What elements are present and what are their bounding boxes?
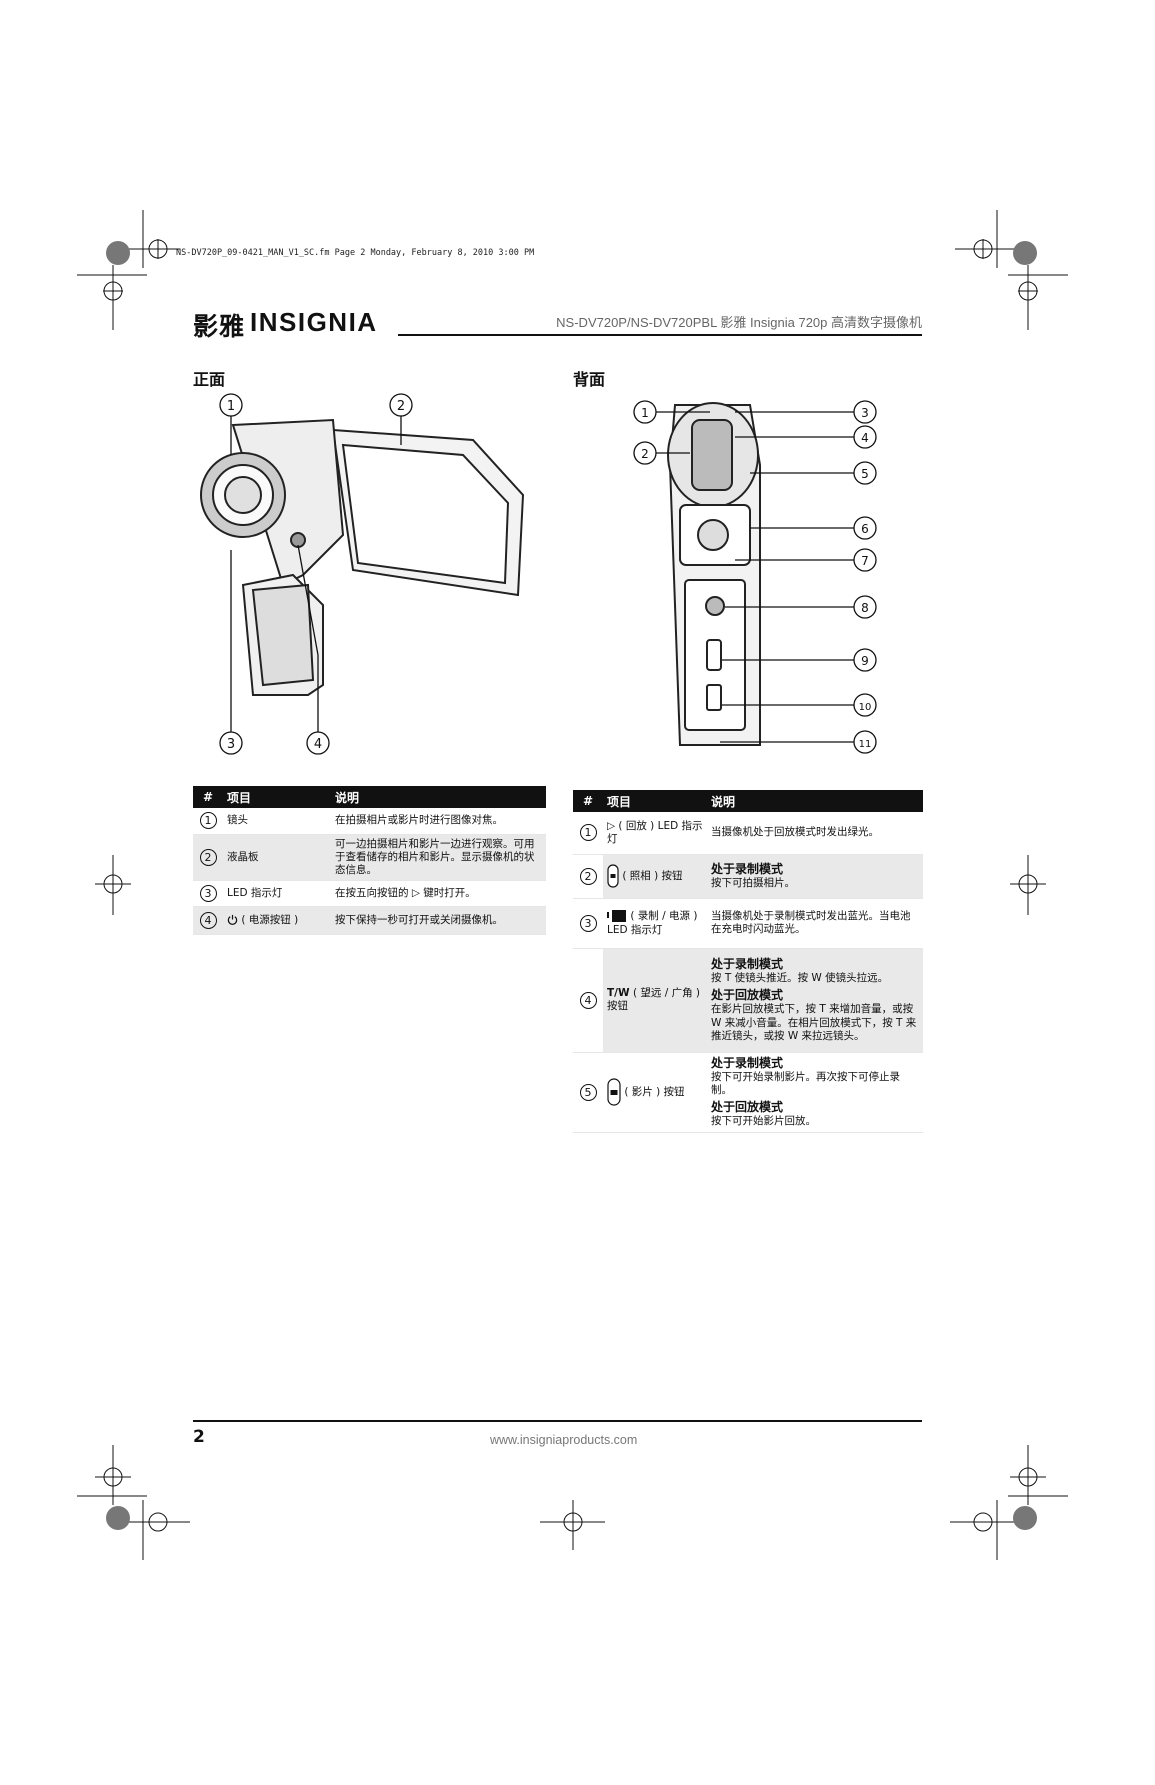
- back-callout: 11: [859, 739, 872, 750]
- back-callout: 1: [641, 406, 649, 420]
- row-item: ( 电源按钮 ): [241, 913, 299, 926]
- row-number: 3: [579, 914, 597, 932]
- table-row: 5 ( 影片 ) 按钮 处于录制模式 按下可开始录制影片。再次按下可停止录制。 …: [573, 1052, 923, 1133]
- desc-mode-heading: 处于录制模式: [711, 861, 784, 876]
- front-callout: 2: [397, 399, 405, 414]
- row-item: ▷ ( 回放 ) LED 指示灯: [603, 812, 707, 855]
- row-desc: 可一边拍摄相片和影片一边进行观察。可用于查看储存的相片和影片。显示摄像机的状态信…: [331, 834, 546, 881]
- row-item: ( 录制 / 电源 ) LED 指示灯: [607, 910, 698, 936]
- col-header-item: 项目: [603, 790, 707, 812]
- table-row: 3 LED 指示灯 在按五向按钮的 ▷ 键时打开。: [193, 880, 546, 907]
- back-callout: 4: [861, 431, 869, 445]
- row-item: LED 指示灯: [223, 880, 331, 907]
- back-callout: 10: [859, 702, 872, 713]
- back-callout: 7: [861, 554, 869, 568]
- desc-text: 按下可开始录制影片。再次按下可停止录制。: [711, 1070, 900, 1096]
- back-callout: 8: [861, 601, 869, 615]
- row-item: 液晶板: [223, 834, 331, 881]
- desc-text: 按 T 使镜头推近。按 W 使镜头拉远。: [711, 972, 889, 985]
- desc-mode-heading: 处于录制模式: [711, 957, 784, 972]
- row-number: 1: [579, 824, 597, 842]
- document-title: NS-DV720P/NS-DV720PBL 影雅 Insignia 720p 高…: [556, 315, 922, 330]
- front-callout: 4: [314, 737, 322, 752]
- table-row: 2 液晶板 可一边拍摄相片和影片一边进行观察。可用于查看储存的相片和影片。显示摄…: [193, 834, 546, 881]
- brand-logo-text: INSIGNIA: [250, 307, 378, 337]
- col-header-num: #: [573, 790, 603, 812]
- row-item: 镜头: [223, 808, 331, 835]
- video-button-icon: [607, 1078, 621, 1106]
- col-header-item: 项目: [223, 786, 331, 808]
- power-icon: [227, 915, 238, 926]
- table-row: 4 T/W ( 望远 / 广角 ) 按钮 处于录制模式 按 T 使镜头推近。按 …: [573, 948, 923, 1053]
- camcorder-front-illustration: 1 2 3 4: [200, 393, 525, 755]
- record-power-icon: [607, 910, 626, 923]
- table-row: 1 镜头 在拍摄相片或影片时进行图像对焦。: [193, 808, 546, 835]
- brand-chinese: 影雅: [193, 312, 246, 341]
- front-callout: 1: [227, 399, 235, 414]
- row-desc: 当摄像机处于回放模式时发出绿光。: [707, 812, 923, 855]
- row-desc: 按下保持一秒可打开或关闭摄像机。: [331, 906, 546, 935]
- row-number: 3: [199, 884, 217, 902]
- row-item: ( 照相 ) 按钮: [622, 870, 683, 882]
- col-header-desc: 说明: [707, 790, 923, 812]
- row-desc: 在按五向按钮的 ▷ 键时打开。: [331, 880, 546, 907]
- row-desc: 在拍摄相片或影片时进行图像对焦。: [331, 808, 546, 835]
- back-callout: 9: [861, 654, 869, 668]
- row-number: 1: [199, 812, 217, 830]
- table-row: 4 ( 电源按钮 ) 按下保持一秒可打开或关闭摄像机。: [193, 906, 546, 935]
- page-number: 2: [193, 1427, 205, 1447]
- row-item: ( 望远 / 广角 ) 按钮: [607, 986, 701, 1012]
- front-heading: 正面: [193, 370, 226, 389]
- desc-mode-heading: 处于录制模式: [711, 1055, 784, 1070]
- footer-url[interactable]: www.insigniaproducts.com: [490, 1433, 638, 1447]
- row-item-bold: T/W: [607, 986, 630, 999]
- front-parts-table: # 项目 说明 1 镜头 在拍摄相片或影片时进行图像对焦。 2 液晶板 可一边拍…: [193, 786, 546, 935]
- camera-button-icon: [607, 864, 619, 888]
- back-parts-table: # 项目 说明 1 ▷ ( 回放 ) LED 指示灯 当摄像机处于回放模式时发出…: [573, 790, 923, 1133]
- back-callout: 5: [861, 467, 869, 481]
- desc-mode-heading: 处于回放模式: [711, 1100, 784, 1115]
- desc-mode-heading: 处于回放模式: [711, 988, 784, 1003]
- col-header-desc: 说明: [331, 786, 546, 808]
- desc-text: 按下可拍摄相片。: [711, 876, 795, 889]
- back-heading: 背面: [573, 370, 606, 389]
- back-callout: 6: [861, 522, 869, 536]
- row-number: 2: [579, 867, 597, 885]
- camcorder-back-illustration: 1 2 3 4 5 6 7 8 9 10 11: [633, 400, 877, 754]
- row-number: 4: [199, 911, 217, 929]
- desc-text: 按下可开始影片回放。: [711, 1115, 816, 1128]
- row-desc: 当摄像机处于录制模式时发出蓝光。当电池在充电时闪动蓝光。: [707, 898, 923, 949]
- row-number: 4: [579, 991, 597, 1009]
- col-header-num: #: [193, 786, 223, 808]
- header-rule: [398, 334, 922, 336]
- table-row: 1 ▷ ( 回放 ) LED 指示灯 当摄像机处于回放模式时发出绿光。: [573, 812, 923, 855]
- back-callout: 3: [861, 406, 869, 420]
- desc-text: 在影片回放模式下，按 T 来增加音量，或按 W 来减小音量。在相片回放模式下，按…: [711, 1003, 917, 1042]
- row-number: 2: [199, 848, 217, 866]
- row-number: 5: [579, 1083, 597, 1101]
- row-item: ( 影片 ) 按钮: [624, 1086, 685, 1098]
- table-row: 2 ( 照相 ) 按钮 处于录制模式 按下可拍摄相片。: [573, 854, 923, 899]
- footer-rule: [193, 1420, 922, 1422]
- print-slug: NS-DV720P_09-0421_MAN_V1_SC.fm Page 2 Mo…: [176, 248, 535, 258]
- table-row: 3 ( 录制 / 电源 ) LED 指示灯 当摄像机处于录制模式时发出蓝光。当电…: [573, 898, 923, 949]
- back-callout: 2: [641, 447, 649, 461]
- front-callout: 3: [227, 737, 235, 752]
